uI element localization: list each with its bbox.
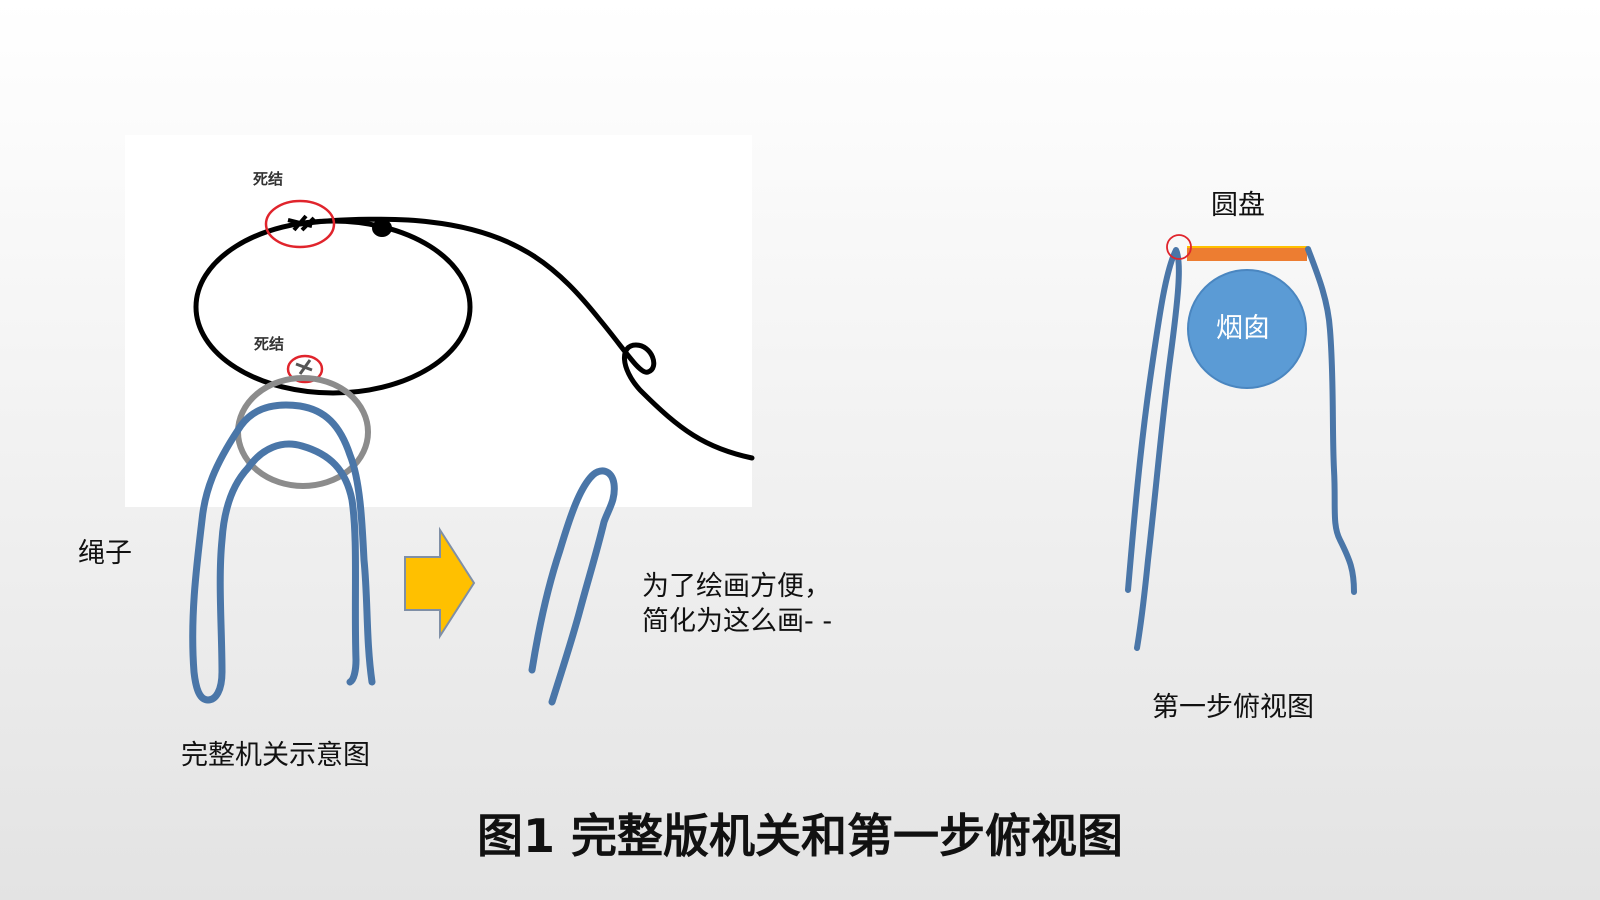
chimney-circle (1187, 269, 1307, 389)
disk-label: 圆盘 (1211, 190, 1265, 221)
rope-label: 绳子 (78, 538, 132, 569)
knot-label-top: 死结 (253, 170, 284, 188)
figure-title: 图1 完整版机关和第一步俯视图 (476, 809, 1124, 863)
knot-circle-top (264, 199, 336, 249)
rope-top-view-right (1305, 246, 1357, 595)
top-view-caption: 第一步俯视图 (1152, 692, 1314, 723)
disk-bar (1187, 247, 1307, 261)
knot-circle-bottom (286, 354, 324, 384)
knot-circle-disk (1166, 234, 1192, 260)
knot-label-bottom: 死结 (254, 335, 285, 353)
chimney-label: 烟囱 (1216, 313, 1270, 344)
right-arrow-icon (404, 526, 476, 640)
rope-simplified (528, 467, 618, 706)
complete-diagram-caption: 完整机关示意图 (181, 740, 370, 771)
knot-mark-bottom (295, 359, 313, 375)
knot-blob-right (372, 219, 392, 237)
simplify-note-line2: 简化为这么画- - (642, 606, 833, 637)
rope-full (189, 401, 376, 704)
rope-top-view-left (1125, 247, 1182, 651)
trailing-string (297, 216, 755, 461)
knot-mark-top (287, 214, 316, 232)
simplify-note-line1: 为了绘画方便， (642, 571, 831, 602)
trap-drawing-panel (125, 135, 752, 507)
